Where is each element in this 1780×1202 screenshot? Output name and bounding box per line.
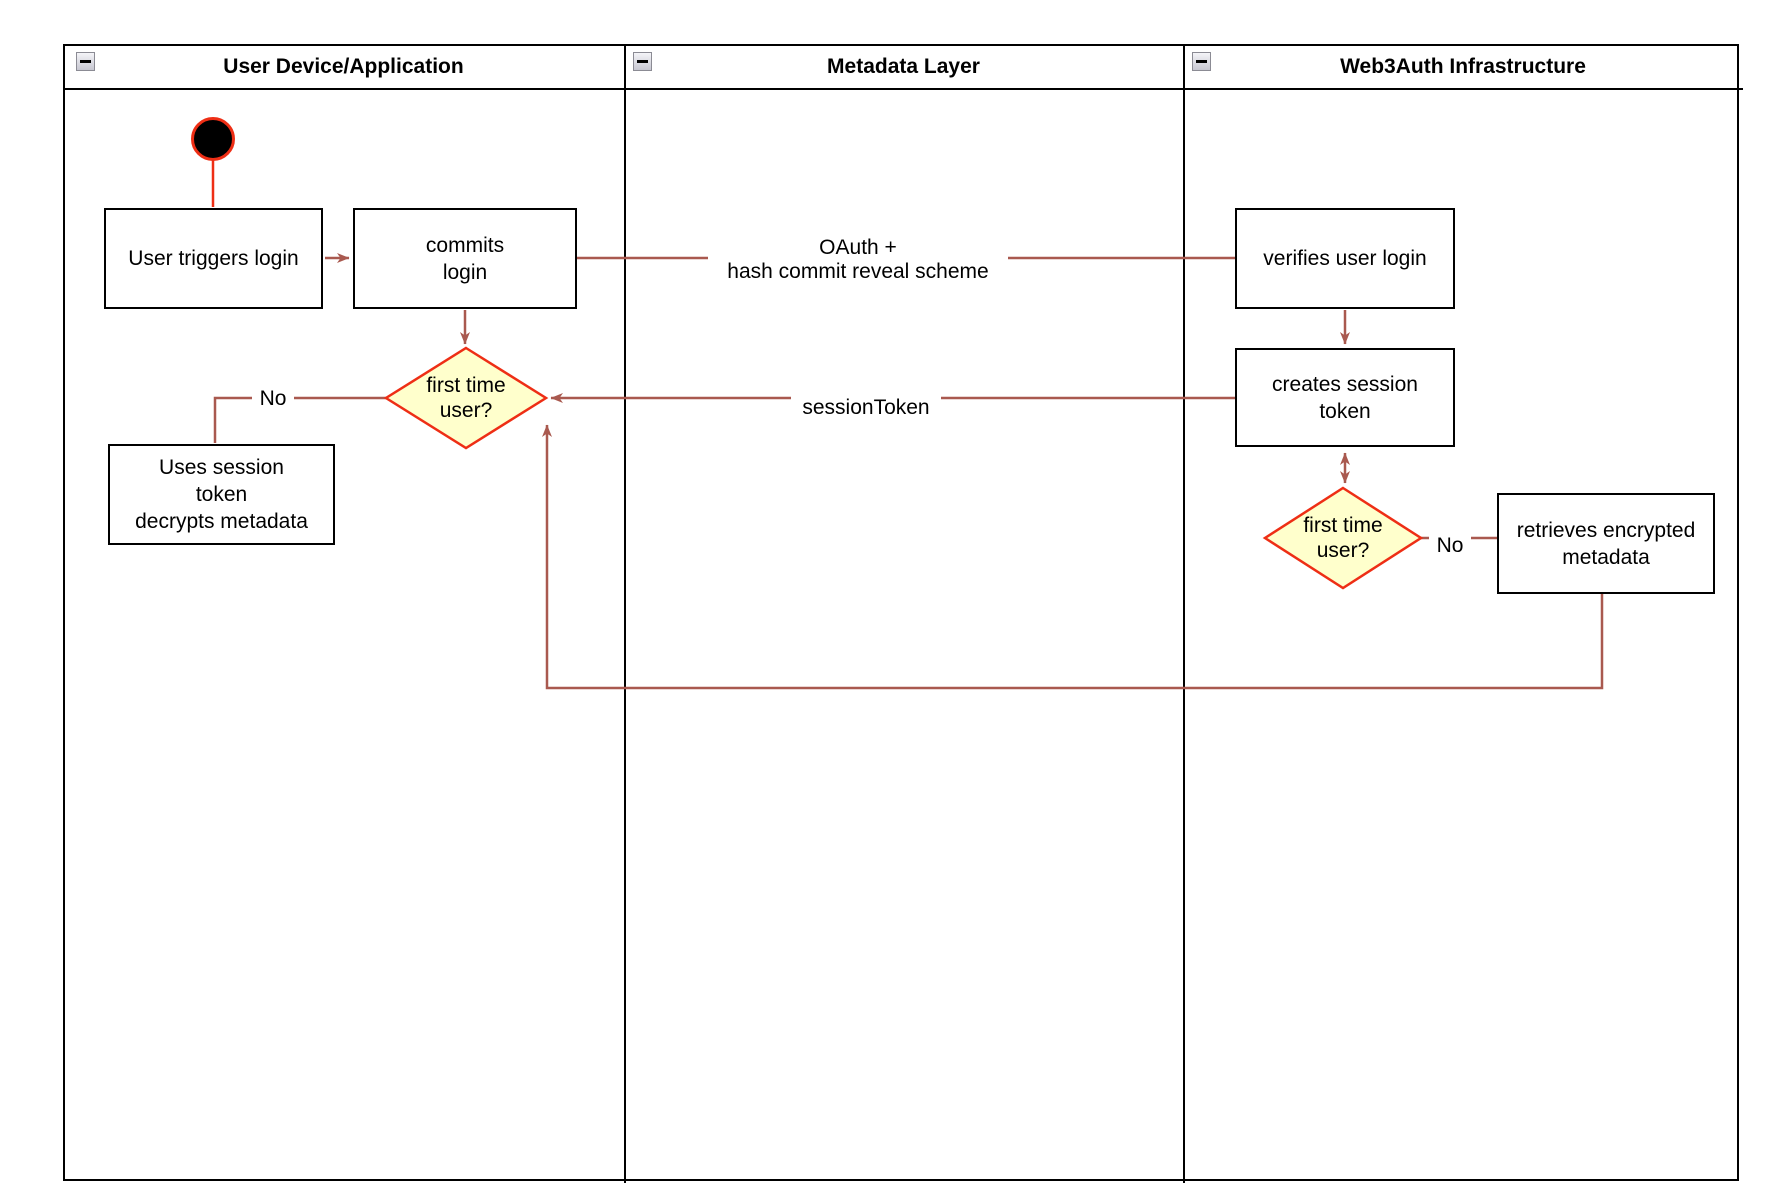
node-text: metadata (1562, 545, 1650, 569)
node-text: login (442, 260, 488, 284)
edge-label-session-token: sessionToken (791, 395, 941, 421)
edge-label-text: sessionToken (802, 396, 930, 419)
node-text: decrypts metadata (135, 510, 308, 533)
node-text: Uses session (159, 456, 284, 479)
decision-text: first time (1303, 514, 1383, 537)
lane-title: User Device/Application (223, 55, 464, 78)
lane-header-user-device[interactable]: User Device/Application (63, 44, 624, 90)
lane-title: Web3Auth Infrastructure (1340, 55, 1586, 78)
header-divider (63, 88, 1743, 90)
decision-text: user? (439, 399, 493, 422)
lane-divider-1 (624, 44, 626, 1183)
node-text: retrieves encrypted (1516, 518, 1696, 542)
node-uses-session-token[interactable]: Uses session token decrypts metadata (108, 444, 335, 545)
lane-divider-2 (1183, 44, 1185, 1183)
minus-glyph (80, 60, 91, 63)
edge-label-no-left: No (252, 387, 294, 410)
decision-first-time-user-left[interactable] (383, 346, 549, 450)
decision-text: user? (1316, 539, 1370, 562)
edge-label-oauth: OAuth + hash commit reveal scheme (708, 236, 1008, 284)
edge-label-text: hash commit reveal scheme (727, 260, 989, 283)
collapse-minus-icon[interactable] (633, 52, 652, 71)
decision-first-time-user-right[interactable] (1262, 486, 1424, 590)
edge-label-text: OAuth + (819, 236, 897, 259)
node-text: token (1319, 399, 1371, 423)
node-verifies-user-login[interactable]: verifies user login (1235, 208, 1455, 309)
edge-label-no-right: No (1429, 534, 1471, 557)
decision-label-first-time-left: first time user? (396, 372, 536, 424)
node-text: creates session (1272, 372, 1418, 396)
node-text: token (195, 483, 248, 506)
minus-glyph (1196, 60, 1207, 63)
decision-text: first time (426, 374, 506, 397)
node-commits-login[interactable]: commits login (353, 208, 577, 309)
node-text: User triggers login (128, 247, 299, 270)
decision-label-first-time-right: first time user? (1273, 512, 1413, 564)
node-text: verifies user login (1263, 247, 1427, 270)
lane-header-metadata-layer[interactable]: Metadata Layer (624, 44, 1183, 90)
minus-glyph (637, 60, 648, 63)
start-node[interactable] (191, 117, 235, 161)
edge-label-text: No (259, 386, 287, 410)
lane-title: Metadata Layer (827, 55, 980, 78)
node-user-triggers-login[interactable]: User triggers login (104, 208, 323, 309)
node-text: commits (425, 233, 505, 257)
edge-label-text: No (1436, 533, 1464, 557)
collapse-minus-icon[interactable] (76, 52, 95, 71)
lane-header-web3auth[interactable]: Web3Auth Infrastructure (1183, 44, 1743, 90)
node-retrieves-encrypted-metadata[interactable]: retrieves encrypted metadata (1497, 493, 1715, 594)
node-creates-session-token[interactable]: creates session token (1235, 348, 1455, 447)
collapse-minus-icon[interactable] (1192, 52, 1211, 71)
